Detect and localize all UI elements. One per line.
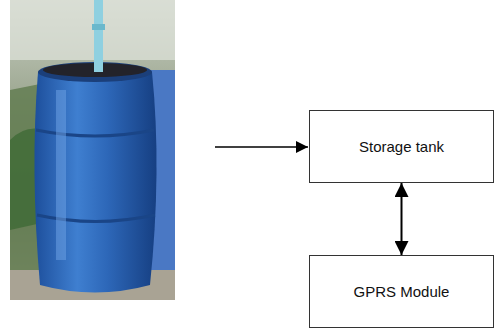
photo-frame [10,0,175,300]
process-box: GPRS Module [309,255,494,328]
process-box: Storage tank [309,110,494,183]
box-label: GPRS Module [354,283,450,301]
blue-barrel [34,62,156,293]
box-label: Storage tank [359,138,444,156]
connector-arrow [401,183,403,255]
input-arrow [215,146,308,148]
inlet-pipe [92,0,105,72]
